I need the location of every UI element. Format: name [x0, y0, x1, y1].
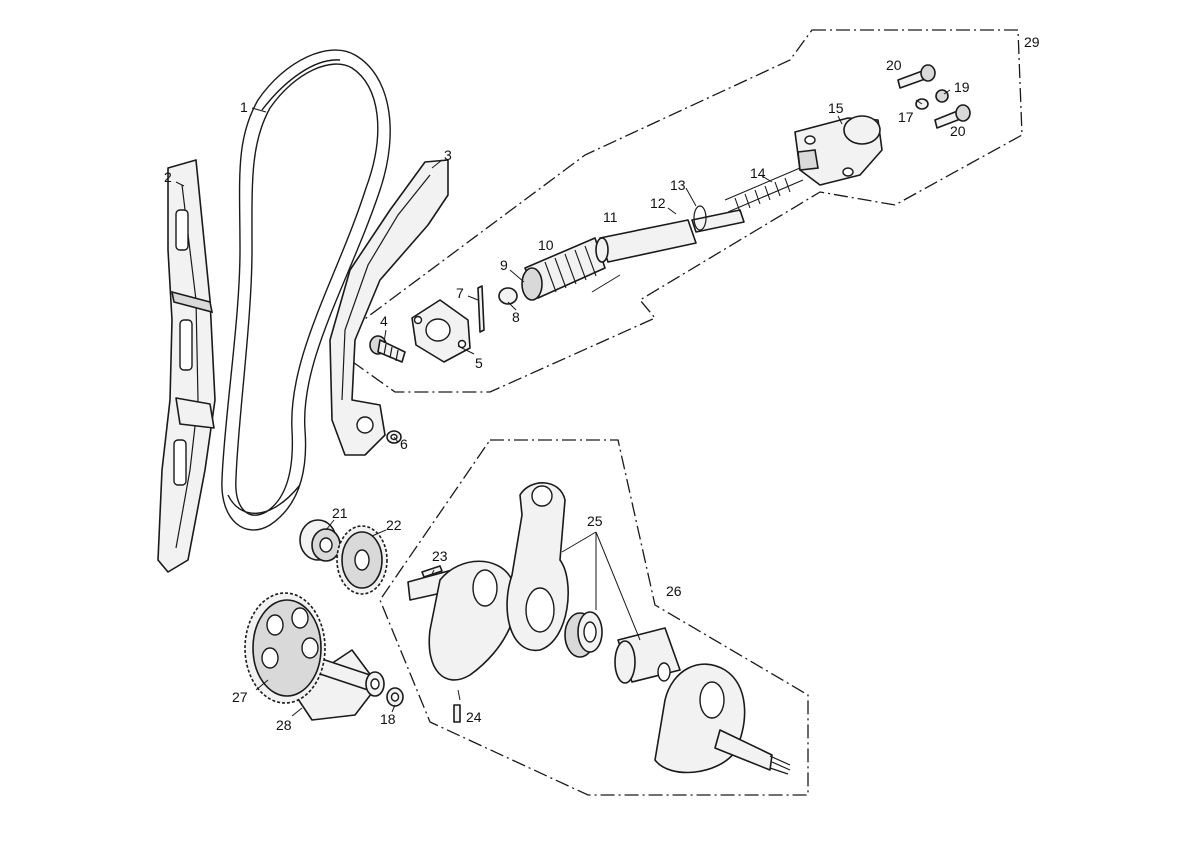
timing-chain-part-1 — [221, 49, 391, 531]
callout-10: 10 — [538, 237, 554, 253]
callout-13: 13 — [670, 177, 686, 193]
gear-part-22 — [336, 525, 388, 595]
callout-12: 12 — [650, 195, 666, 211]
callout-18: 18 — [380, 711, 396, 727]
group-boundary-29 — [349, 29, 1023, 393]
callout-25: 25 — [587, 513, 603, 529]
crank-web-right — [654, 663, 791, 775]
callout-11: 11 — [603, 209, 618, 225]
plug-part-8 — [498, 287, 518, 305]
spring-part-14 — [724, 167, 804, 213]
callout-4: 4 — [380, 313, 388, 329]
rod-part-12 — [691, 209, 745, 233]
callout-24: 24 — [466, 709, 482, 725]
callout-28: 28 — [276, 717, 292, 733]
callout-27: 27 — [232, 689, 248, 705]
tensioner-blade-part-3 — [329, 159, 449, 456]
pivot-bolt-part-4 — [369, 335, 406, 363]
callout-20-bottom: 20 — [950, 123, 966, 139]
callout-5: 5 — [475, 355, 483, 371]
gear-part-27 — [244, 592, 326, 704]
callout-1: 1 — [240, 99, 248, 115]
callout-9: 9 — [500, 257, 508, 273]
callout-29: 29 — [1024, 34, 1040, 50]
callout-21: 21 — [332, 505, 348, 521]
callout-8: 8 — [512, 309, 520, 325]
callout-labels: 1 2 3 4 5 6 7 8 9 10 11 12 13 14 15 17 1… — [164, 34, 1040, 733]
o-ring-part-13 — [693, 205, 707, 231]
callout-15: 15 — [828, 100, 844, 116]
callout-6: 6 — [400, 436, 408, 452]
callout-3: 3 — [444, 147, 452, 163]
spring-sleeve-part-10 — [521, 237, 606, 301]
chain-guide-part-2 — [157, 159, 216, 573]
callout-19: 19 — [954, 79, 970, 95]
callout-20-top: 20 — [886, 57, 902, 73]
sprocket-part-21 — [299, 519, 341, 562]
callout-23: 23 — [432, 548, 448, 564]
gasket-part-5 — [411, 299, 471, 363]
tensioner-body-part-15 — [794, 115, 883, 186]
plunger-part-11 — [595, 219, 697, 263]
callout-26: 26 — [666, 583, 682, 599]
screw-part-20-top — [897, 64, 936, 89]
dowel-pin-part-24 — [453, 704, 461, 723]
screw-part-20-bottom — [934, 104, 971, 129]
pin-part-7 — [477, 285, 485, 333]
crank-pin — [614, 627, 681, 684]
crank-web-left — [407, 560, 517, 681]
callout-14: 14 — [750, 165, 766, 181]
leader-lines — [175, 89, 951, 717]
group-boundary-26 — [379, 439, 809, 796]
washer-part-18 — [386, 687, 404, 707]
connecting-rod — [506, 482, 569, 651]
callout-22: 22 — [386, 517, 402, 533]
needle-bearing-part-25 — [564, 611, 603, 658]
callout-2: 2 — [164, 169, 172, 185]
callout-17: 17 — [898, 109, 914, 125]
nut-part-19 — [935, 89, 949, 103]
callout-7: 7 — [456, 285, 464, 301]
